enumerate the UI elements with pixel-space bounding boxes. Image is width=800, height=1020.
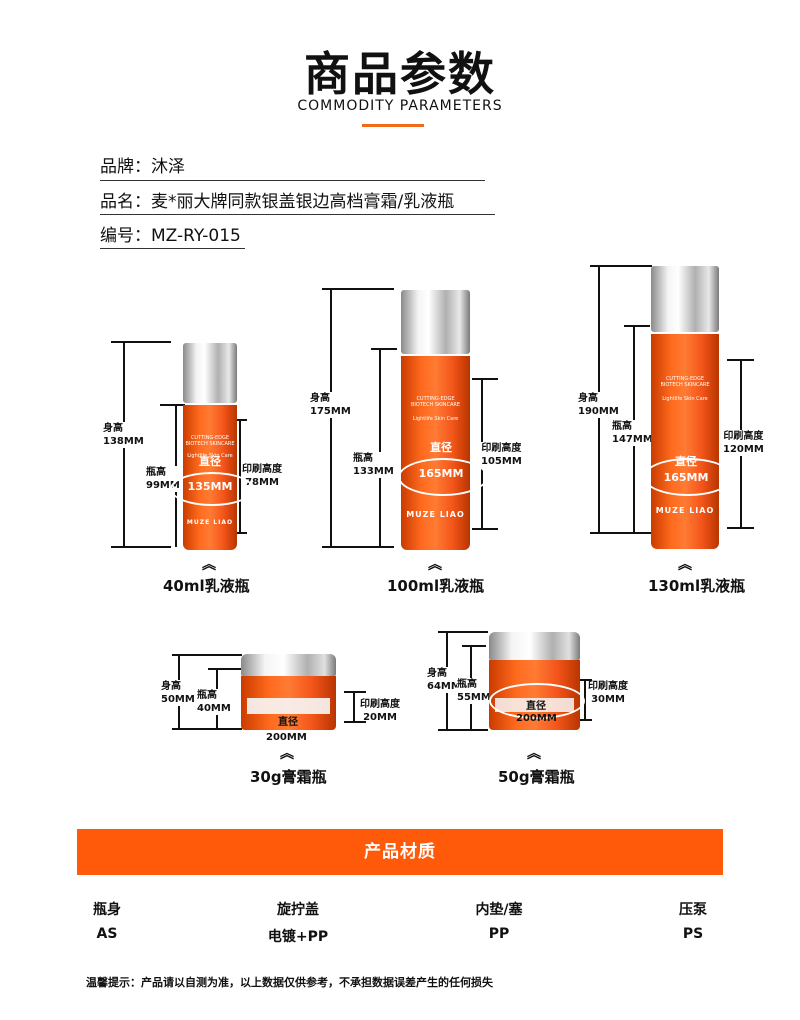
diameter-ellipse (643, 458, 733, 496)
divider (100, 180, 485, 181)
material-part: 内垫/塞 (475, 902, 523, 918)
product-caption: 100ml乳液瓶 (387, 577, 485, 595)
bottle-height-label: 瓶高 40MM (197, 689, 231, 715)
jar-30g-image (241, 654, 336, 730)
material-value: PS (682, 926, 704, 942)
title-underline (362, 124, 424, 127)
brand-info: 品牌：沐泽 (100, 157, 185, 177)
height-label: 身高 138MM (103, 422, 144, 448)
double-chevron-up-icon: ︽ (527, 746, 541, 762)
diameter-label: 直径 (430, 441, 452, 454)
diameter-label: 直径 (526, 701, 546, 712)
double-chevron-up-icon: ︽ (202, 557, 216, 573)
material-value: PP (488, 926, 510, 942)
product-caption: 130ml乳液瓶 (648, 577, 746, 595)
material-part: 旋拧盖 (277, 902, 319, 918)
diameter-ellipse (398, 458, 488, 496)
bottle-40ml-image: CUTTING-EDGE BIOTECH SKINCARE Lightlife … (183, 343, 237, 550)
double-chevron-up-icon: ︽ (678, 557, 692, 573)
page-subtitle: COMMODITY PARAMETERS (297, 98, 503, 114)
diameter-label: 直径 (675, 455, 697, 468)
height-label: 身高 190MM (578, 392, 619, 418)
height-label: 身高 64MM (427, 667, 461, 693)
product-name-info: 品名：麦*丽大牌同款银盖银边高档膏霜/乳液瓶 (100, 192, 455, 212)
print-height-label: 印刷高度 105MM (481, 442, 522, 468)
disclaimer-note: 温馨提示：产品请以自测为准，以上数据仅供参考，不承担数据误差产生的任何损失 (86, 976, 493, 989)
product-caption: 50g膏霜瓶 (498, 768, 575, 786)
double-chevron-up-icon: ︽ (428, 557, 442, 573)
bottle-height-label: 瓶高 147MM (612, 420, 653, 446)
diameter-value: 200MM (266, 732, 307, 743)
material-value: 电镀+PP (267, 929, 329, 945)
diameter-ellipse (489, 683, 585, 719)
diameter-ellipse (170, 472, 254, 506)
double-chevron-up-icon: ︽ (280, 746, 294, 762)
height-label: 身高 50MM (161, 680, 195, 706)
bottle-100ml-image: CUTTING-EDGE BIOTECH SKINCARE Lightlife … (401, 290, 470, 550)
bottle-130ml-image: CUTTING-EDGE BIOTECH SKINCARE Lightlife … (651, 266, 719, 549)
print-height-label: 印刷高度 120MM (723, 430, 764, 456)
diameter-value: 200MM (516, 713, 557, 724)
product-code-info: 编号：MZ-RY-015 (100, 226, 241, 246)
print-height-label: 印刷高度 78MM (242, 463, 282, 489)
divider (100, 248, 245, 249)
print-height-label: 印刷高度 20MM (360, 699, 400, 723)
diameter-value: 165MM (663, 471, 709, 484)
product-caption: 30g膏霜瓶 (250, 768, 327, 786)
height-label: 身高 175MM (310, 392, 351, 418)
material-value: AS (96, 926, 118, 942)
page-title: 商品参数 (304, 47, 496, 101)
print-height-label: 印刷高度 30MM (588, 681, 628, 705)
product-caption: 40ml乳液瓶 (163, 577, 250, 595)
material-part: 压泵 (679, 902, 707, 918)
diameter-label: 直径 (278, 717, 298, 728)
diameter-value: 165MM (418, 467, 464, 480)
divider (100, 214, 495, 215)
diameter-value: 135MM (187, 480, 233, 493)
bottle-height-label: 瓶高 133MM (353, 452, 394, 478)
bottle-height-label: 瓶高 55MM (457, 678, 491, 704)
material-part: 瓶身 (93, 902, 121, 918)
materials-header: 产品材质 (77, 829, 723, 875)
diameter-label: 直径 (199, 455, 221, 468)
